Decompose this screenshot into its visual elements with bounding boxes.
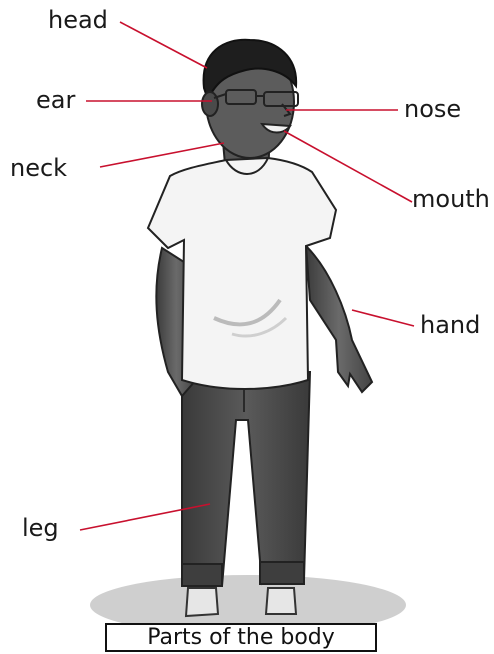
label-leg: leg: [22, 516, 59, 540]
label-mouth: mouth: [412, 187, 490, 211]
leader-line-head: [120, 22, 207, 68]
caption-box: Parts of the body: [105, 623, 377, 652]
leader-line-hand: [352, 310, 414, 326]
label-nose: nose: [404, 97, 461, 121]
label-neck: neck: [10, 156, 67, 180]
head-shape: [202, 40, 298, 158]
label-head: head: [48, 8, 108, 32]
label-hand: hand: [420, 313, 480, 337]
pants: [182, 372, 310, 586]
caption-text: Parts of the body: [147, 625, 335, 650]
leader-line-neck: [100, 143, 224, 167]
label-ear: ear: [36, 88, 75, 112]
right-arm: [306, 246, 372, 392]
